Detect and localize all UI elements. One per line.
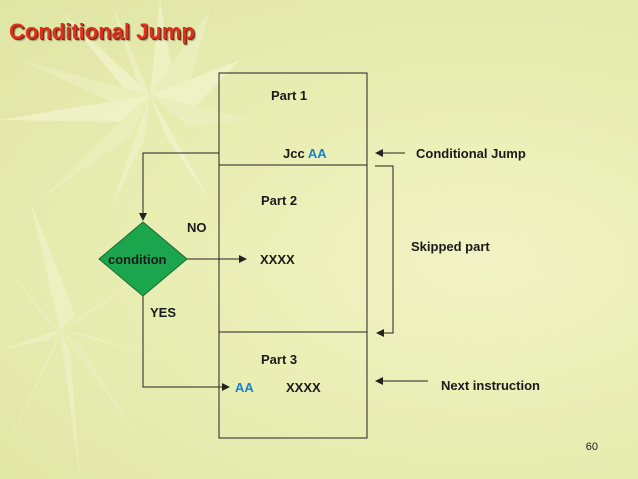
jump-branch-arrow: [139, 152, 219, 221]
conditional-jump-annotation: Conditional Jump: [416, 146, 526, 161]
yes-branch-arrow: [142, 296, 230, 391]
part3-code: XXXX: [286, 380, 321, 395]
starburst-top: [0, 0, 250, 210]
part2-label: Part 2: [261, 193, 298, 208]
part3-label: Part 3: [261, 352, 298, 367]
slide-title: Conditional Jump: [9, 19, 195, 44]
part1-label: Part 1: [271, 88, 308, 103]
program-box: [218, 72, 368, 439]
skipped-part-bracket: [375, 165, 394, 337]
no-label: NO: [187, 220, 207, 235]
jcc-target: AA: [307, 146, 327, 161]
jcc-mnemonic: Jcc: [283, 146, 305, 161]
condition-label: condition: [108, 252, 167, 267]
next-instruction-annotation: Next instruction: [441, 378, 540, 393]
part2-code: XXXX: [260, 252, 295, 267]
jcc-instruction: Jcc AA: [283, 146, 327, 161]
skipped-part-annotation: Skipped part: [411, 239, 490, 254]
part3-address: AA: [235, 380, 254, 395]
page-number: 60: [585, 441, 598, 453]
yes-label: YES: [150, 305, 177, 320]
